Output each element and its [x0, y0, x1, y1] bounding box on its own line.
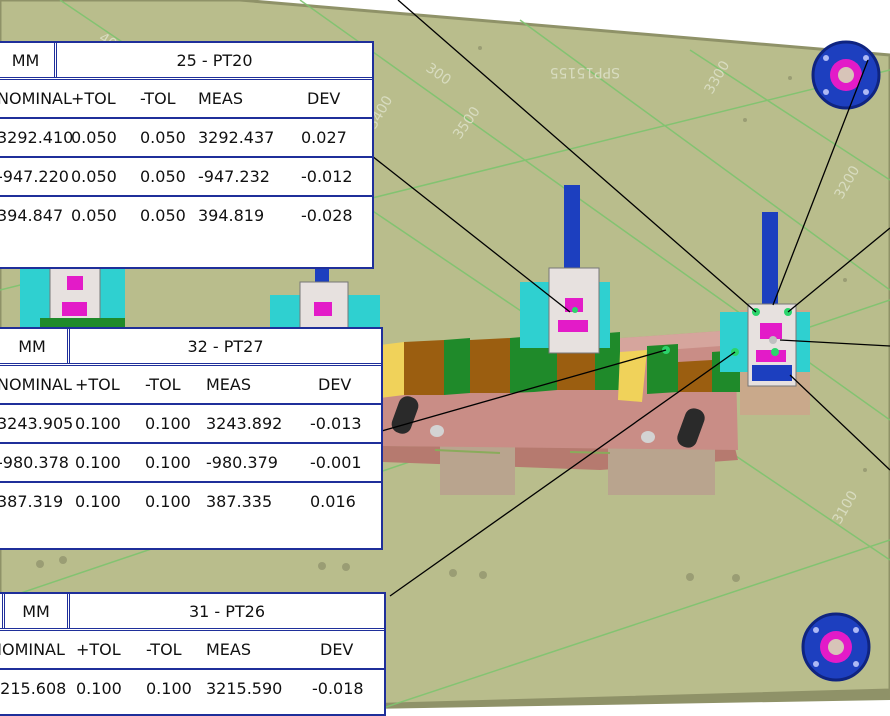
minus-tol-value: 0.100 [145, 453, 191, 472]
header-meas: MEAS [206, 375, 252, 394]
header-dev: DEV [307, 89, 341, 108]
table-row: -947.220 0.050 0.050 -947.232 -0.012 [0, 158, 372, 197]
nominal-value: 387.319 [0, 492, 64, 511]
base-plate-edge [360, 690, 890, 709]
nominal-value: -947.220 [0, 167, 69, 186]
meas-value: 3243.892 [206, 414, 283, 433]
nominal-value: -980.378 [0, 453, 69, 472]
plus-tol-value: 0.100 [75, 414, 121, 433]
minus-tol-value: 0.100 [146, 679, 192, 698]
plus-tol-value: 0.100 [75, 453, 121, 472]
fixture-center [520, 185, 610, 354]
header-minus-tol: -TOL [146, 640, 182, 659]
header-meas: MEAS [198, 89, 244, 108]
plus-tol-value: 0.050 [71, 206, 117, 225]
table-row: 3243.905 0.100 0.100 3243.892 -0.013 [0, 405, 381, 444]
dev-value: -0.013 [310, 414, 362, 433]
plus-tol-value: 0.100 [75, 492, 121, 511]
dev-value: 0.027 [301, 128, 347, 147]
header-plus-tol: +TOL [76, 640, 121, 659]
table-row: 3215.608 0.100 0.100 3215.590 -0.018 [0, 670, 384, 707]
minus-tol-value: 0.050 [140, 128, 186, 147]
dev-value: -0.018 [312, 679, 364, 698]
meas-value: -980.379 [206, 453, 278, 472]
meas-value: 3215.590 [206, 679, 283, 698]
table-row: -980.378 0.100 0.100 -980.379 -0.001 [0, 444, 381, 483]
minus-tol-value: 0.050 [140, 206, 186, 225]
header-plus-tol: +TOL [75, 375, 120, 394]
minus-tol-value: 0.100 [145, 492, 191, 511]
leader-lines [371, 0, 890, 597]
header-meas: MEAS [206, 640, 252, 659]
meas-value: 3292.437 [198, 128, 275, 147]
rail-pins [391, 396, 705, 448]
nominal-value: 3215.608 [0, 679, 67, 698]
measurement-callout-pt26[interactable]: MM 31 - PT26 NOMINAL +TOL -TOL MEAS DEV … [0, 592, 386, 716]
table-row: 387.319 0.100 0.100 387.335 0.016 [0, 483, 381, 520]
meas-value: 394.819 [198, 206, 265, 225]
unit-label: MM [18, 336, 46, 356]
fixture-blocks [380, 332, 740, 402]
callout-title: 31 - PT26 [188, 601, 266, 621]
minus-tol-value: 0.100 [145, 414, 191, 433]
callout-title: 32 - PT27 [187, 336, 264, 356]
header-plus-tol: +TOL [71, 89, 116, 108]
nominal-value: 3292.410 [0, 128, 74, 147]
fixture-left [20, 259, 125, 331]
dev-value: 0.016 [310, 492, 356, 511]
locator-top-right [811, 40, 881, 110]
plate-holes [36, 46, 867, 582]
header-dev: DEV [318, 375, 352, 394]
header-minus-tol: -TOL [140, 89, 176, 108]
minus-tol-value: 0.050 [140, 167, 186, 186]
dev-value: -0.012 [301, 167, 353, 186]
header-nominal: NOMINAL [0, 375, 72, 394]
meas-value: -947.232 [198, 167, 270, 186]
plus-tol-value: 0.050 [71, 167, 117, 186]
header-minus-tol: -TOL [145, 375, 181, 394]
unit-label: MM [22, 601, 50, 621]
header-dev: DEV [320, 640, 354, 659]
locator-bottom-right [801, 612, 871, 682]
unit-label: MM [11, 50, 40, 70]
callout-title: 25 - PT20 [176, 50, 253, 70]
dev-value: -0.001 [310, 453, 362, 472]
measurement-callout-pt20[interactable]: MM 25 - PT20 NOMINAL +TOL -TOL MEAS DEV … [0, 41, 374, 269]
meas-value: 387.335 [206, 492, 273, 511]
plus-tol-value: 0.050 [71, 128, 117, 147]
fixture-right [720, 212, 810, 415]
header-nominal: NOMINAL [0, 89, 72, 108]
nominal-value: 394.847 [0, 206, 64, 225]
measurement-callout-pt27[interactable]: MM 32 - PT27 NOMINAL +TOL -TOL MEAS DEV … [0, 327, 383, 550]
header-nominal: NOMINAL [0, 640, 65, 659]
table-row: 3292.410 0.050 0.050 3292.437 0.027 [0, 119, 372, 158]
plate-label: SPP15155 [550, 64, 620, 80]
plus-tol-value: 0.100 [76, 679, 122, 698]
nominal-value: 3243.905 [0, 414, 74, 433]
dev-value: -0.028 [301, 206, 353, 225]
table-row: 394.847 0.050 0.050 394.819 -0.028 [0, 197, 372, 234]
